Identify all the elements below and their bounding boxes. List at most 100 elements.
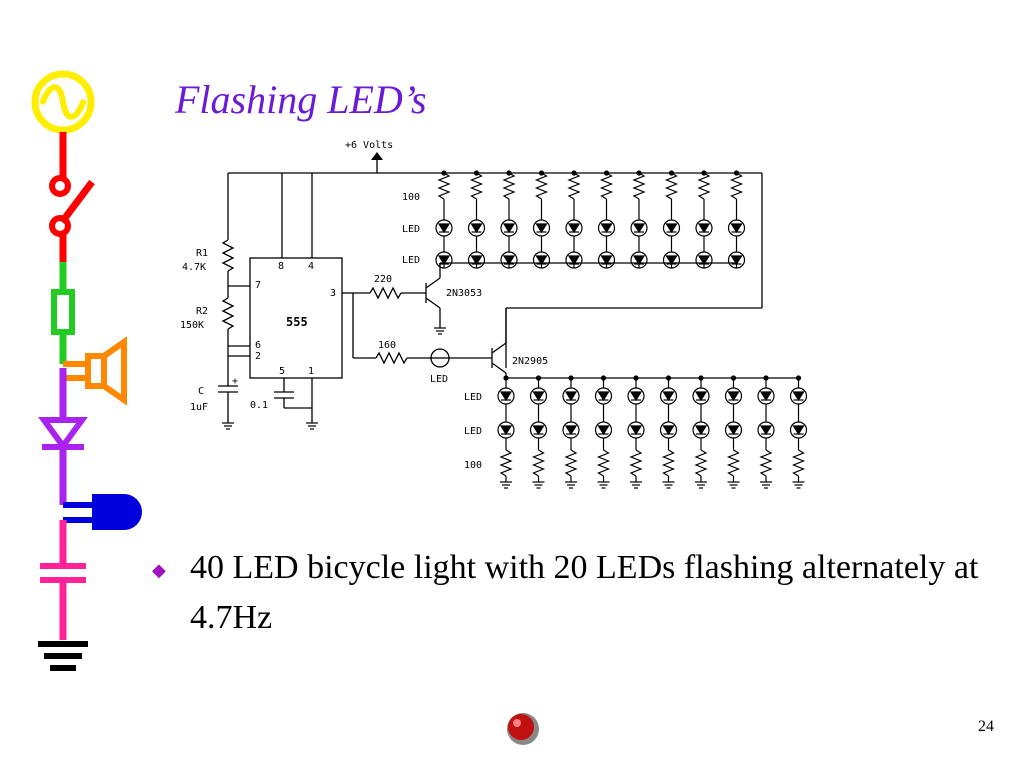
led-triangle <box>697 255 711 266</box>
led-triangle <box>600 255 613 266</box>
switch-contact-icon <box>49 175 71 197</box>
led-triangle <box>532 391 545 402</box>
c-value: 1uF <box>190 402 208 413</box>
decorative-component-strip <box>31 70 142 671</box>
pin-1: 1 <box>308 366 314 377</box>
c-plus: + <box>232 376 238 387</box>
led-triangle <box>662 425 675 436</box>
led-icon <box>92 494 142 530</box>
bottom-led-column <box>724 375 743 489</box>
ic-label: 555 <box>286 315 308 329</box>
bottom-led-label-2: LED <box>464 426 482 437</box>
bottom-column-resistor <box>531 449 546 477</box>
led-triangle <box>535 255 548 266</box>
supply-label: +6 Volts <box>345 140 393 151</box>
nav-orb-button[interactable] <box>502 708 542 748</box>
top-column-resistor <box>567 172 581 200</box>
led-triangle <box>629 391 643 402</box>
led-triangle <box>727 391 740 402</box>
transistor2-label: 2N2905 <box>512 356 548 367</box>
flashing-led-circuit-diagram: +6 Volts R1 4.7K R2 150K C 1uF + 0.1 555… <box>180 140 808 489</box>
led-triangle <box>694 425 708 436</box>
led-triangle <box>470 223 483 234</box>
bottom-column-resistor <box>499 449 513 477</box>
led-triangle <box>759 391 773 402</box>
bottom-column-resistor <box>661 449 676 477</box>
led-triangle <box>665 223 678 234</box>
ac-source-icon <box>31 70 95 134</box>
led-triangle <box>597 425 610 436</box>
top-led-column <box>500 170 518 269</box>
bottom-column-resistor <box>596 449 611 477</box>
r1-value: 4.7K <box>182 262 206 273</box>
led-triangle <box>600 223 613 234</box>
r2-value: 150K <box>180 320 204 331</box>
led-triangle <box>502 255 516 266</box>
top-column-resistor <box>664 172 679 200</box>
bottom-led-column <box>594 375 613 489</box>
r2-label: R2 <box>196 306 208 317</box>
led-triangle <box>437 223 451 234</box>
bottom-column-resistor <box>629 449 643 477</box>
led-triangle <box>629 425 643 436</box>
transistor1-label: 2N3053 <box>446 288 482 299</box>
bottom-led-column <box>757 375 775 489</box>
switch-lever-icon <box>59 179 95 225</box>
c-label: C <box>198 386 204 397</box>
bottom-column-resistor <box>791 449 806 477</box>
bottom-led-column <box>692 375 710 489</box>
pin-2: 2 <box>255 351 261 362</box>
r-base1-label: 220 <box>374 274 392 285</box>
ac-wave-icon <box>39 84 87 120</box>
top-column-resistor <box>697 172 711 200</box>
led-triangle <box>632 223 646 234</box>
led-triangle <box>792 391 805 402</box>
bottom-led-column <box>789 375 808 489</box>
top-led-column <box>630 170 648 269</box>
top-led-column <box>467 170 486 269</box>
led-triangle <box>597 391 610 402</box>
top-column-resistor <box>437 172 451 200</box>
bottom-led-column <box>627 375 645 489</box>
bottom-column-resistor <box>759 449 773 477</box>
bottom-led-column <box>497 375 515 489</box>
top-led-column <box>532 170 551 269</box>
bottom-column-resistor <box>564 449 578 477</box>
bottom-led-column <box>529 375 548 489</box>
led-triangle <box>535 223 548 234</box>
slide-title: Flashing LED’s <box>175 77 427 122</box>
top-column-resistor <box>469 172 484 200</box>
bottom-column-resistor <box>694 449 708 477</box>
top-led-column <box>597 170 616 269</box>
pin-4: 4 <box>308 261 314 272</box>
led-triangle <box>697 223 711 234</box>
led-triangle <box>470 255 483 266</box>
led-triangle <box>792 425 805 436</box>
top-column-resistor <box>502 172 516 200</box>
led-triangle <box>502 223 516 234</box>
page-number: 24 <box>978 718 994 735</box>
led-triangle <box>499 425 513 436</box>
top-column-resistor <box>534 172 549 200</box>
led-triangle <box>564 391 578 402</box>
top-led-column <box>695 170 713 269</box>
ground-icon <box>38 641 88 671</box>
led-triangle <box>662 391 675 402</box>
bottom-resistor-label: 100 <box>464 460 482 471</box>
supply-arrow-icon <box>371 152 383 160</box>
top-column-resistor <box>729 172 744 200</box>
led-triangle <box>730 255 743 266</box>
indicator-led-label: LED <box>430 374 448 385</box>
top-led-column <box>565 170 583 269</box>
bullet-marker-icon: ◆ <box>152 560 166 581</box>
led-triangle <box>665 255 678 266</box>
led-triangle <box>694 391 708 402</box>
led-triangle <box>437 255 451 266</box>
pin-7: 7 <box>255 280 261 291</box>
led-triangle <box>567 223 581 234</box>
fuse-icon <box>51 289 75 335</box>
pin-6: 6 <box>255 340 261 351</box>
top-column-resistor <box>599 172 614 200</box>
pin-3: 3 <box>330 288 336 299</box>
pin-5: 5 <box>279 366 285 377</box>
